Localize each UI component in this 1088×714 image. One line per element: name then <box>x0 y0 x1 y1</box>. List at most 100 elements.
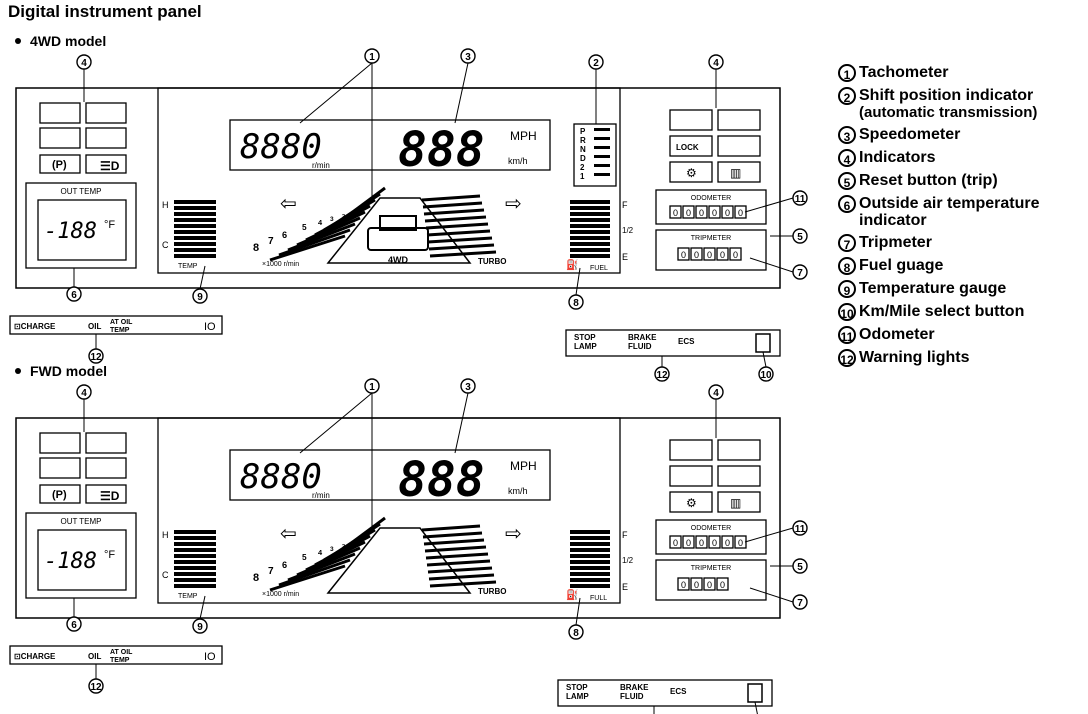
fuel-bar <box>570 242 610 246</box>
fuel-full-label: F <box>622 530 628 540</box>
fuel-empty-label: E <box>622 582 628 592</box>
bullet-dot <box>15 38 21 44</box>
shift-indicator-frame <box>573 123 617 187</box>
legend-label: Tripmeter <box>859 234 1083 251</box>
tach-scale-label: ×1000 r/min <box>262 261 299 268</box>
leader-line <box>575 597 581 626</box>
temp-bar <box>174 554 216 558</box>
center-trapezoid <box>326 527 472 594</box>
callout-number: 12 <box>90 352 102 363</box>
headlight-indicator <box>85 154 127 174</box>
callout-marker: 4 <box>708 384 724 400</box>
temp-bar <box>174 578 216 582</box>
speed-unit-mph: MPH <box>510 459 537 473</box>
out-temp-value: -188 <box>44 219 97 244</box>
fuel-bar <box>570 230 610 234</box>
tach-bar <box>341 516 386 552</box>
legend-number: 8 <box>838 257 856 275</box>
temp-bar <box>174 254 216 258</box>
stop-lamp-label-2: LAMP <box>574 342 597 351</box>
charge-warning-label: ⊡CHARGE <box>14 322 56 331</box>
brake-fluid-label-2: FLUID <box>628 342 652 351</box>
legend-number: 7 <box>838 234 856 252</box>
fuel-bar <box>570 530 610 534</box>
temp-bar <box>174 206 216 210</box>
at-oil-temp-label-2: TEMP <box>110 327 130 334</box>
headlight-icon: ☰D <box>100 489 120 503</box>
indicator-lamp <box>717 135 761 157</box>
tripmeter-digit-box <box>677 247 690 261</box>
indicator-lamp <box>669 491 713 513</box>
seat-belt-icon: ⚙ <box>686 166 697 180</box>
indicator-lamp <box>717 439 761 461</box>
indicator-lamp <box>85 457 127 479</box>
temp-bar <box>174 566 216 570</box>
legend-label: Fuel guage <box>859 257 1083 274</box>
odometer-digit: 0 <box>725 538 730 548</box>
callout-number: 3 <box>465 382 471 393</box>
fuel-bar <box>570 212 610 216</box>
tach-scale-number: 4 <box>318 218 323 227</box>
center-trapezoid <box>326 197 472 264</box>
fuel-bar <box>570 254 610 258</box>
callout-number: 4 <box>81 388 87 399</box>
temp-bar <box>174 242 216 246</box>
callout-marker: 10 <box>758 366 774 382</box>
odometer-digit-box <box>695 535 708 549</box>
legend-label: Speedometer <box>859 126 1083 143</box>
speed-unit-mph: MPH <box>510 129 537 143</box>
leader-line <box>744 527 794 543</box>
callout-number: 1 <box>369 382 375 393</box>
callout-marker: 5 <box>792 558 808 574</box>
temp-bar <box>174 248 216 252</box>
callout-marker: 12 <box>654 366 670 382</box>
km-mile-select-button <box>755 333 771 353</box>
temp-hot-label: H <box>162 530 169 540</box>
legend-number: 6 <box>838 195 856 213</box>
leader-line <box>299 392 373 454</box>
legend-label-text: Outside air temperature indicator <box>859 195 1040 229</box>
defrost-icon: ▥ <box>730 496 741 510</box>
fuel-label: FUEL <box>590 265 608 272</box>
shift-position-label: P <box>580 127 586 136</box>
callout-marker: 4 <box>708 54 724 70</box>
temp-bar <box>174 200 216 204</box>
temp-bar <box>174 236 216 240</box>
odometer-digit: 0 <box>738 208 743 218</box>
fuel-bar <box>570 578 610 582</box>
tripmeter-label: TRIPMETER <box>691 565 731 572</box>
odometer-digit: 0 <box>738 538 743 548</box>
turbo-bar <box>422 531 483 539</box>
callout-number: 5 <box>797 562 803 573</box>
tach-scale-number: 7 <box>268 566 274 577</box>
speedometer-digits: 888 <box>398 122 485 178</box>
tripmeter-digit: 0 <box>707 580 712 590</box>
tach-scale-number: 4 <box>318 548 323 557</box>
callout-marker: 12 <box>88 348 104 364</box>
headlight-icon: ☰D <box>100 159 120 173</box>
leader-line <box>749 257 794 273</box>
legend-label-text: Temperature gauge <box>859 280 1007 297</box>
callout-number: 4 <box>713 388 719 399</box>
legend-number: 10 <box>838 303 856 321</box>
fuel-pump-icon: ⛽ <box>566 588 578 601</box>
tach-bar <box>278 228 351 257</box>
tripmeter-digit-box <box>690 247 703 261</box>
speed-unit-kmh: km/h <box>508 156 528 166</box>
fuel-full-label: F <box>622 200 628 210</box>
tach-scale-number: 3 <box>330 546 334 553</box>
fuel-bar <box>570 548 610 552</box>
brake-fluid-label: BRAKE <box>628 333 657 342</box>
shift-position-label: 2 <box>580 163 585 172</box>
callout-marker: 6 <box>66 286 82 302</box>
brake-warning-strip <box>557 679 773 707</box>
indicator-lamp <box>717 465 761 487</box>
odometer-digit-box <box>669 205 682 219</box>
temp-bar <box>174 536 216 540</box>
drive-badge: 4WD <box>388 255 409 265</box>
tripmeter-digit: 0 <box>707 250 712 260</box>
odometer-digit: 0 <box>686 538 691 548</box>
